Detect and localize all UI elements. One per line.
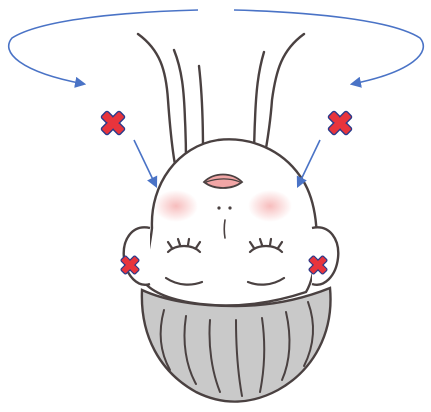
left-cheek [154,190,198,222]
left-ear [124,227,150,284]
head [124,139,339,401]
right-ear [312,227,338,284]
right-pointer-arrow-icon [298,140,320,186]
rotation-arrows [9,10,424,84]
upper-left-cross-icon [95,105,132,142]
upper-right-cross-icon [322,105,359,142]
left-pointer-arrow-icon [134,140,156,186]
nose-bridge [224,220,225,238]
right-cheek [248,190,292,222]
right-curved-arrow-icon [234,10,423,84]
left-curved-arrow-icon [9,10,198,84]
